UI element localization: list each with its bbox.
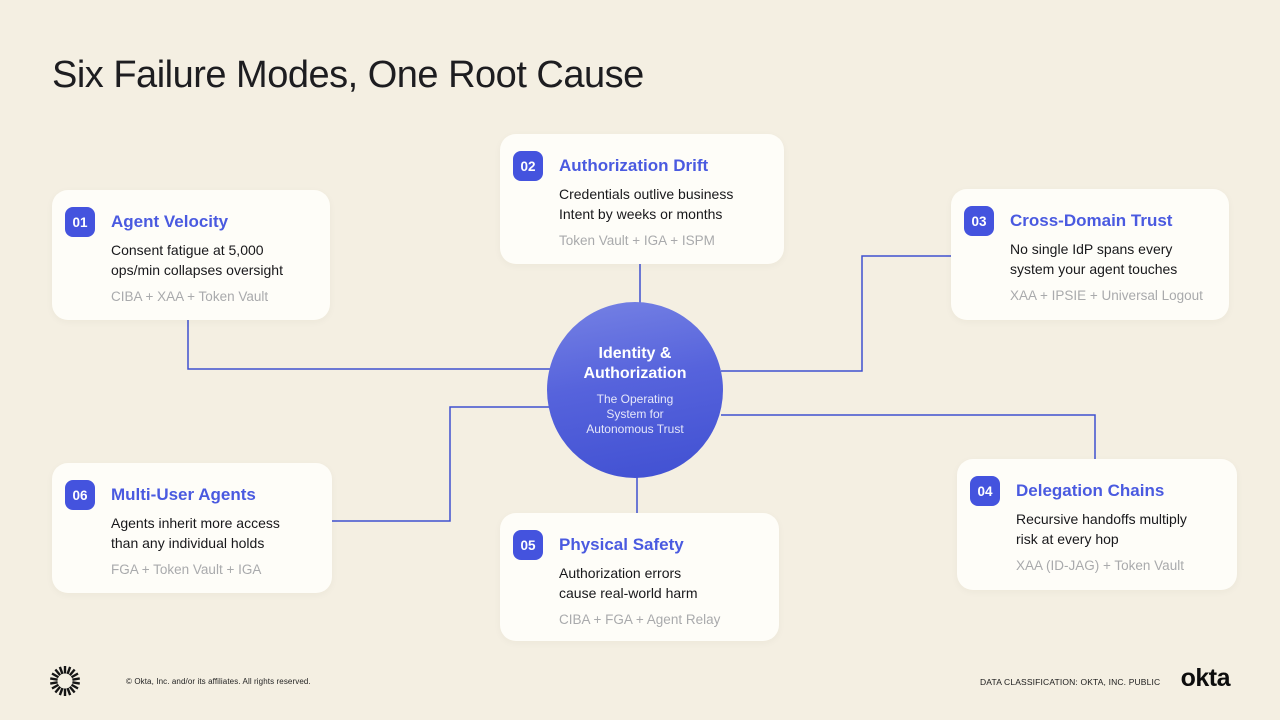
card-number-badge: 04 xyxy=(970,476,1000,506)
card-description: Agents inherit more access than any indi… xyxy=(111,515,280,551)
card-title: Multi-User Agents xyxy=(111,485,256,504)
circle-heading: Identity & Authorization xyxy=(583,344,686,384)
card-description: Authorization errors cause real-world ha… xyxy=(559,565,698,601)
card-number-badge: 05 xyxy=(513,530,543,560)
card-content: Cross-Domain Trust No single IdP spans e… xyxy=(1010,206,1203,303)
card-authorization-drift: 02 Authorization Drift Credentials outli… xyxy=(500,134,784,264)
root-cause-circle: Identity & Authorization The Operating S… xyxy=(547,302,723,478)
circle-subtext-line2: System for xyxy=(606,406,664,421)
data-classification-text: DATA CLASSIFICATION: OKTA, INC. PUBLIC xyxy=(980,677,1161,687)
card-content: Agent Velocity Consent fatigue at 5,000 … xyxy=(111,207,283,304)
card-number-badge: 02 xyxy=(513,151,543,181)
circle-subtext: The Operating System for Autonomous Trus… xyxy=(586,392,683,437)
connector-center-to-card04 xyxy=(721,414,1096,459)
circle-subtext-line1: The Operating xyxy=(596,391,674,406)
card-description: Consent fatigue at 5,000 ops/min collaps… xyxy=(111,242,283,278)
card-content: Delegation Chains Recursive handoffs mul… xyxy=(1016,476,1187,573)
card-product-stack: XAA (ID-JAG) + Token Vault xyxy=(1016,558,1184,573)
card-cross-domain-trust: 03 Cross-Domain Trust No single IdP span… xyxy=(951,189,1229,320)
card-description: No single IdP spans every system your ag… xyxy=(1010,241,1178,277)
card-product-stack: FGA + Token Vault + IGA xyxy=(111,562,262,577)
card-title: Physical Safety xyxy=(559,535,684,554)
card-content: Authorization Drift Credentials outlive … xyxy=(559,151,733,248)
page-title: Six Failure Modes, One Root Cause xyxy=(52,54,644,96)
circle-heading-line1: Identity & xyxy=(598,344,672,362)
card-content: Multi-User Agents Agents inherit more ac… xyxy=(111,480,280,577)
connector-card01-to-center xyxy=(187,320,550,370)
card-content: Physical Safety Authorization errors cau… xyxy=(559,530,720,627)
card-product-stack: Token Vault + IGA + ISPM xyxy=(559,233,715,248)
card-title: Agent Velocity xyxy=(111,212,229,231)
card-title: Authorization Drift xyxy=(559,156,709,175)
card-product-stack: CIBA + FGA + Agent Relay xyxy=(559,612,721,627)
card-number-badge: 03 xyxy=(964,206,994,236)
card-description: Credentials outlive business Intent by w… xyxy=(559,186,734,222)
card-multi-user-agents: 06 Multi-User Agents Agents inherit more… xyxy=(52,463,332,593)
okta-wordmark: okta xyxy=(1180,664,1231,692)
card-physical-safety: 05 Physical Safety Authorization errors … xyxy=(500,513,779,641)
card-number-badge: 01 xyxy=(65,207,95,237)
card-product-stack: XAA + IPSIE + Universal Logout xyxy=(1010,288,1203,303)
card-title: Cross-Domain Trust xyxy=(1010,211,1173,230)
connector-card06-to-center xyxy=(332,406,551,522)
copyright-text: © Okta, Inc. and/or its affiliates. All … xyxy=(126,677,311,686)
card-agent-velocity: 01 Agent Velocity Consent fatigue at 5,0… xyxy=(52,190,330,320)
card-number-badge: 06 xyxy=(65,480,95,510)
connector-center-to-card03 xyxy=(721,255,951,372)
card-title: Delegation Chains xyxy=(1016,481,1165,500)
circle-heading-line2: Authorization xyxy=(583,364,687,382)
okta-aura-icon xyxy=(50,666,80,696)
card-delegation-chains: 04 Delegation Chains Recursive handoffs … xyxy=(957,459,1237,590)
circle-subtext-line3: Autonomous Trust xyxy=(586,421,684,436)
card-product-stack: CIBA + XAA + Token Vault xyxy=(111,289,269,304)
card-description: Recursive handoffs multiply risk at ever… xyxy=(1016,511,1187,547)
